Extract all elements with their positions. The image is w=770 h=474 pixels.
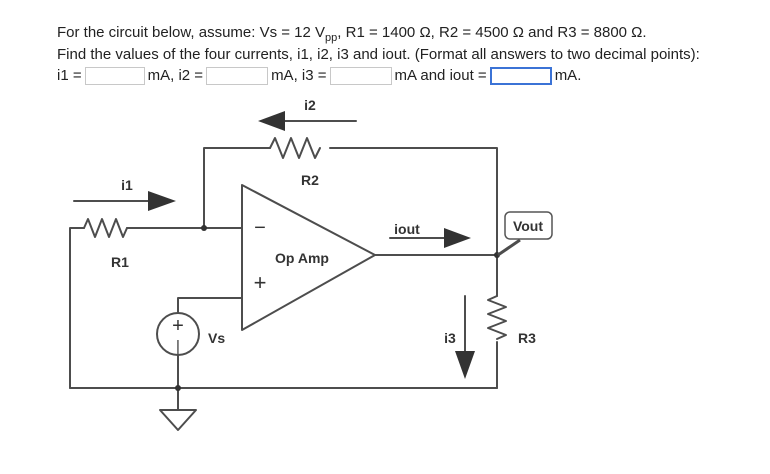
i3-answer-input[interactable] [329,67,392,86]
i1-arrow-head [148,191,176,211]
r3-resistor [487,295,507,340]
question-line-1: For the circuit below, assume: Vs = 12 V… [57,24,647,47]
i3-label: i3 [444,330,456,346]
vout-label-box [504,211,553,240]
i3-unit: mA and [394,67,446,84]
opamp-label: Op Amp [275,250,329,266]
r2-label: R2 [301,172,319,188]
opamp-triangle [241,184,376,331]
iout-unit: mA. [554,67,582,84]
vs-subscript: pp [325,32,338,44]
noninverting-wire [177,297,243,313]
question-line-1-prefix: For the circuit below, assume: Vs = 12 V [57,24,326,41]
iout-label: iout [394,221,420,237]
iout-arrow-head [444,228,471,248]
i2-label: i2 [304,97,316,113]
question-line-2: Find the values of the four currents, i1… [57,46,700,63]
junction-dot-ground [175,385,181,391]
feedback-wire-right [329,147,498,263]
i3-arrow-head [455,351,475,379]
i1-unit: mA, [147,67,175,84]
r1-resistor [83,218,128,238]
input-wire-left [69,227,85,389]
source-minus-sign: | [176,338,180,355]
i1-answer-input[interactable] [84,67,145,86]
i1-label: i1 = [57,67,82,84]
i2-unit: mA, [271,67,298,84]
output-wire [374,254,498,297]
iout-answer-input[interactable] [489,67,552,86]
question-line-1-suffix: , R1 = 1400 Ω, R2 = 4500 Ω and R3 = 8800… [337,24,647,41]
i3-label: i3 = [301,67,327,84]
ground-icon [159,409,197,431]
i2-answer-input[interactable] [206,67,269,86]
noninverting-input-sign: + [254,270,267,295]
r1-label: R1 [111,254,129,270]
r3-label: R3 [518,330,536,346]
vout-label: Vout [513,218,543,234]
r2-resistor [269,137,321,159]
i2-arrow-head [258,111,285,131]
i2-label: i2 = [178,67,204,84]
feedback-wire-left [203,147,271,229]
source-plus-sign: + [172,315,184,337]
i1-label: i1 [121,177,133,193]
vout-callout-line [497,238,521,257]
inverting-input-sign: − [254,217,266,239]
iout-label: iout = [449,67,487,84]
junction-dot-inverting [201,225,207,231]
answer-row: i1 =mA, i2 =mA, i3 =mA and iout =mA. [57,67,582,86]
vs-label: Vs [208,330,225,346]
